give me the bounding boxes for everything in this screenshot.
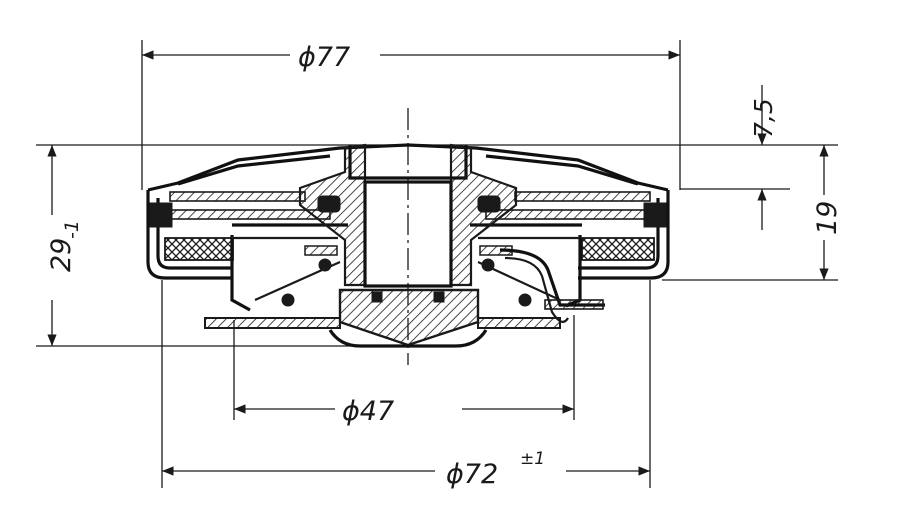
dim-overall-height: 29 [46, 238, 77, 272]
dimension-lines [47, 50, 829, 476]
dim-flange-tolerance: ±1 [520, 449, 545, 469]
dim-inner-diameter: ϕ47 [342, 396, 394, 427]
dim-overall-height-tolerance: -1 [61, 220, 83, 239]
dim-cap-height: 7,5 [749, 98, 778, 138]
dim-outer-diameter: ϕ77 [298, 42, 350, 73]
dim-body-height: 19 [812, 201, 843, 235]
dim-flange-diameter: ϕ72 [446, 459, 498, 490]
extension-lines [36, 40, 838, 488]
radiator-cap-section [146, 143, 670, 348]
